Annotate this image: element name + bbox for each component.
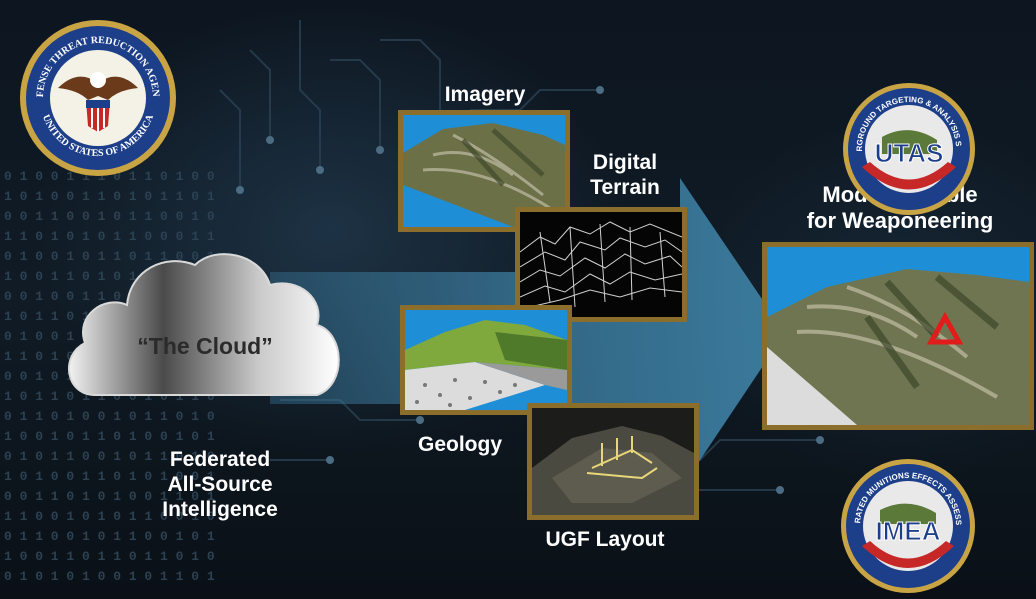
svg-text:0 1 0 1 1 0 0 1 0 1 1 0 1 0: 0 1 0 1 1 0 0 1 0 1 1 0 1 0 (4, 449, 215, 464)
digital-terrain-label: Digital Terrain (590, 151, 660, 200)
svg-text:0 1 1 0 1 0 0 1 0 1 1 0 1 0: 0 1 1 0 1 0 0 1 0 1 1 0 1 0 (4, 409, 215, 424)
svg-text:1 0 1 0 0 1 1 0 1 0 1 1 0 1: 1 0 1 0 0 1 1 0 1 0 1 1 0 1 (4, 189, 215, 204)
model-terrain-image (767, 247, 1029, 425)
svg-text:1 1 0 1 0 1 0 1 1 0 0 0 1 1: 1 1 0 1 0 1 0 1 1 0 0 0 1 1 (4, 229, 215, 244)
imea-seal: INTEGRATED MUNITIONS EFFECTS ASSESSMENT … (840, 458, 976, 594)
geology-panel (400, 305, 572, 415)
digital-terrain-panel (515, 207, 687, 322)
svg-text:0 0 1 1 0 1 0 1 0 0 1 1 0 1: 0 0 1 1 0 1 0 1 0 0 1 1 0 1 (4, 489, 215, 504)
svg-text:1 0 0 1 0 1 1 0 1 0 0 1 0 1: 1 0 0 1 0 1 1 0 1 0 0 1 0 1 (4, 429, 215, 444)
geology-image (405, 310, 567, 410)
cloud-label: “The Cloud” (137, 333, 273, 359)
ugf-layout-label: UGF Layout (545, 528, 665, 551)
dtra-seal: DEFENSE THREAT REDUCTION AGENCY UNITED S… (18, 18, 178, 178)
model-panel (762, 242, 1034, 430)
ugf-layout-image (532, 408, 694, 515)
imagery-label: Imagery (444, 83, 526, 106)
svg-text:0 1 0 0 1 0 1 1 0 1 1 0 0 1: 0 1 0 0 1 0 1 1 0 1 1 0 0 1 (4, 249, 215, 264)
target-marker-icon (926, 311, 964, 345)
svg-text:1 0 0 1 1 0 1 1 0 1 1 0 1 0: 1 0 0 1 1 0 1 1 0 1 1 0 1 0 (4, 549, 215, 564)
eagle-icon (58, 72, 138, 132)
federated-label: Federated All-Source Intelligence (162, 448, 278, 522)
svg-text:0 1 1 0 0 1 0 1 1 0 0 1 0 1: 0 1 1 0 0 1 0 1 1 0 0 1 0 1 (4, 529, 215, 544)
ugf-layout-panel (527, 403, 699, 520)
digital-terrain-image (520, 212, 682, 317)
geology-label: Geology (417, 433, 502, 456)
svg-text:0 1 0 0 1 1 1 0 1 1 0 1 0 0: 0 1 0 0 1 1 1 0 1 1 0 1 0 0 (4, 169, 215, 184)
utas-center-text: UTAS (875, 138, 944, 168)
utas-seal: UNDERGROUND TARGETING & ANALYSIS SYSTEM … (842, 82, 976, 216)
cloud-shape (68, 253, 340, 396)
svg-text:1 0 1 0 0 1 1 0 1 0 1 0 0 1: 1 0 1 0 0 1 1 0 1 0 1 0 0 1 (4, 469, 215, 484)
svg-text:0 1 0 1 0 1 0 0 1 0 1 1 0 1: 0 1 0 1 0 1 0 0 1 0 1 1 0 1 (4, 569, 215, 584)
imea-center-text: IMEA (876, 516, 941, 546)
svg-text:0 0 1 1 0 0 1 0 1 1 0 0 1 0: 0 0 1 1 0 0 1 0 1 1 0 0 1 0 (4, 209, 215, 224)
svg-text:1 1 0 0 1 0 1 0 1 1 0 0 1 0: 1 1 0 0 1 0 1 0 1 1 0 0 1 0 (4, 509, 215, 524)
